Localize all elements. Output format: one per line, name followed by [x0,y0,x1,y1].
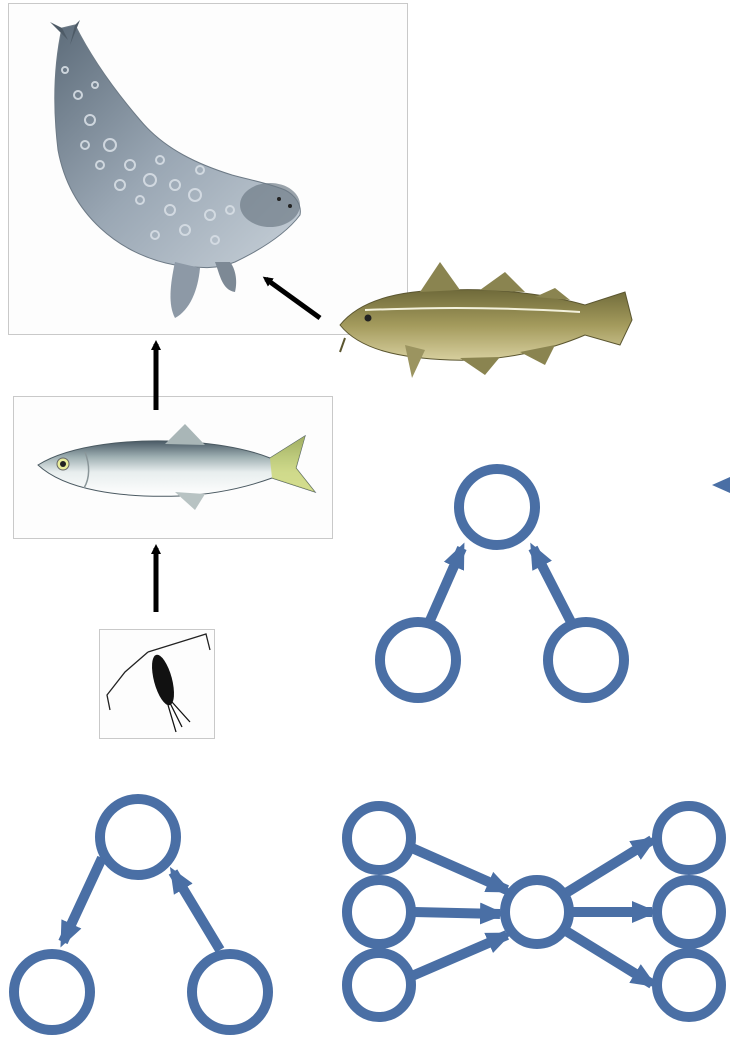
motif-node-left [14,954,90,1030]
cod-to-seal-arrow [266,279,320,318]
motif-edge-up [173,872,220,950]
motif-edge-left [428,548,462,625]
motif-node-left [380,622,456,698]
hub-in-edge-1 [412,848,507,890]
cod-illustration [340,262,632,378]
hub-in-edge-2 [414,912,500,914]
seal-illustration [50,20,300,318]
convergent-motif [380,469,624,698]
input-node-3 [347,953,411,1017]
hub-node [505,880,569,944]
herring-illustration [38,424,315,510]
output-node-2 [657,880,721,944]
output-node-3 [657,953,721,1017]
copepod-illustration [107,634,210,732]
motif-edge-down-left [63,858,102,942]
input-node-1 [347,806,411,870]
hub-in-edge-3 [412,935,507,976]
output-node-1 [657,806,721,870]
motif-node-top [459,469,535,545]
hub-motif [347,806,721,1017]
hub-out-edge-1 [566,840,652,893]
hub-out-edge-3 [566,931,652,984]
input-node-2 [347,880,411,944]
motif-node-right [548,622,624,698]
motif-node-top [100,799,176,875]
motif-node-right [192,954,268,1030]
edge-arrowhead-partial [712,477,730,493]
divergent-omnivory-motif [14,799,268,1030]
motif-edge-right [533,548,572,624]
